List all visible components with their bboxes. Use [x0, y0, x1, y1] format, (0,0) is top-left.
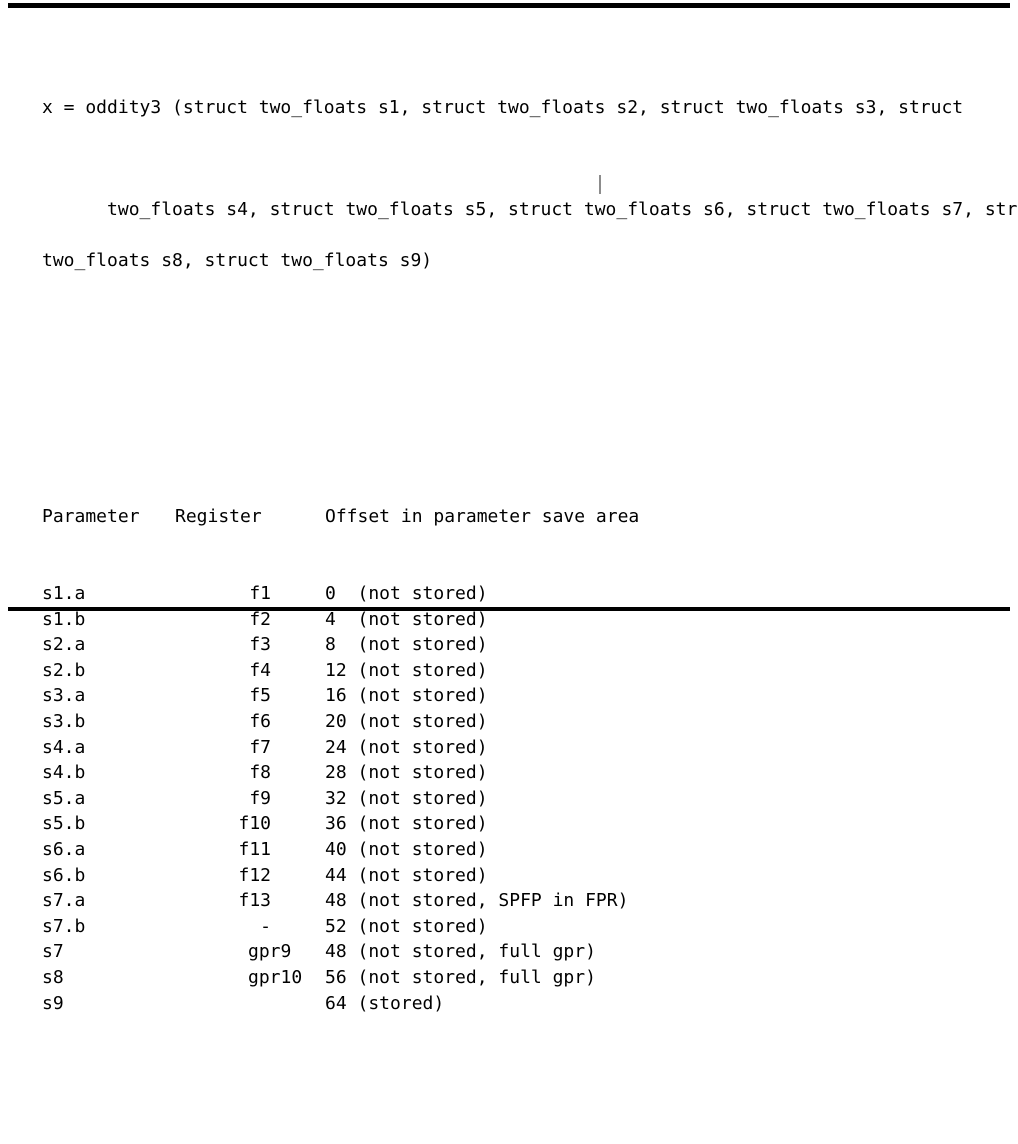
- table-row: s9 64 (stored): [42, 991, 992, 1017]
- cell-offset: 32 (not stored): [325, 787, 488, 809]
- cell-register: f7: [249, 736, 271, 758]
- cell-offset: 48 (not stored, SPFP in FPR): [325, 890, 629, 912]
- table-row: s7 gpr9 48 (not stored, full gpr): [42, 939, 992, 965]
- cell-offset: 56 (not stored, full gpr): [325, 966, 596, 988]
- cell-register: gpr9: [248, 941, 292, 963]
- cell-offset: 24 (not stored): [325, 736, 488, 758]
- cell-register: gpr10: [248, 966, 303, 988]
- cell-offset: 44 (not stored): [325, 864, 488, 886]
- signature-line-3: two_floats s8, struct two_floats s9): [42, 250, 433, 272]
- table-row: s8 gpr10 56 (not stored, full gpr): [42, 965, 992, 991]
- cell-register: f12: [238, 864, 271, 886]
- parameter-table: Parameter Register Offset in parameter s…: [42, 453, 992, 1067]
- cell-parameter: s8: [42, 966, 64, 988]
- cell-parameter: s9: [42, 992, 64, 1014]
- table-row: s7.b-52 (not stored): [42, 914, 992, 940]
- cell-offset: 64 (stored): [325, 992, 445, 1014]
- table-rows: s1.a f1 0 (not stored) s1.b f2 4 (not stored)…: [42, 581, 992, 1016]
- cell-offset: 36 (not stored): [325, 813, 488, 835]
- cell-register: -: [260, 915, 271, 937]
- cell-offset: 4 (not stored): [325, 608, 488, 630]
- cell-offset: 20 (not stored): [325, 711, 488, 733]
- cell-register: f6: [249, 711, 271, 733]
- cell-parameter: s1.b: [42, 608, 86, 630]
- signature-line-1: x = oddity3 (struct two_floats s1, struc…: [42, 96, 964, 118]
- signature-line-2: two_floats s4, struct two_floats s5, str…: [42, 172, 1018, 220]
- cell-register: f5: [249, 685, 271, 707]
- code-listing-figure: x = oddity3 (struct two_floats s1, struc…: [8, 3, 1018, 1014]
- table-row: s1.b f2 4 (not stored): [42, 607, 992, 633]
- cell-register: f13: [238, 890, 271, 912]
- cell-offset: 8 (not stored): [325, 634, 488, 656]
- cell-register: f9: [249, 787, 271, 809]
- cell-register: f11: [238, 839, 271, 860]
- cell-parameter: s7: [42, 941, 64, 963]
- cell-register: f10: [238, 813, 271, 835]
- header-parameter: Parameter: [42, 506, 140, 528]
- cell-offset: 0 (not stored): [325, 583, 488, 605]
- cell-register: f3: [249, 634, 271, 656]
- cell-register: f8: [249, 762, 271, 784]
- header-register: Register: [175, 506, 262, 528]
- table-header-row: Parameter Register Offset in parameter s…: [42, 504, 992, 530]
- cell-offset: 16 (not stored): [325, 685, 488, 707]
- header-offset: Offset in parameter save area: [325, 506, 640, 528]
- blank-line: [42, 351, 992, 377]
- cell-register: f2: [249, 608, 271, 630]
- table-row: s1.a f1 0 (not stored): [42, 581, 992, 607]
- cell-register: f4: [249, 659, 271, 681]
- top-rule: [8, 3, 1010, 8]
- cell-offset: 48 (not stored, full gpr): [325, 941, 596, 963]
- cell-offset: 52 (not stored): [325, 915, 488, 937]
- cell-offset: 28 (not stored): [325, 762, 488, 784]
- cell-offset: 40 (not stored): [325, 839, 488, 860]
- cell-register: f1: [249, 583, 271, 605]
- cell-parameter: s1.a: [42, 583, 86, 605]
- bottom-rule: [8, 607, 1010, 611]
- signature-line-2-text: two_floats s4, struct two_floats s5, str…: [107, 199, 1018, 221]
- cell-offset: 12 (not stored): [325, 659, 488, 681]
- listing-body: x = oddity3 (struct two_floats s1, struc…: [42, 18, 1018, 1144]
- text-cursor: [599, 174, 601, 194]
